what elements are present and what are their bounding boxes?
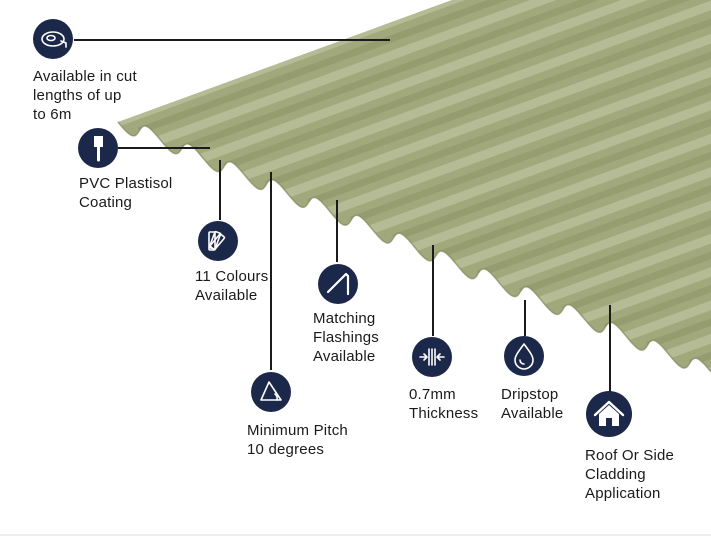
- water-drop-icon: [504, 336, 544, 376]
- paint-brush-icon: [78, 128, 118, 168]
- flashings-label: Matching Flashings Available: [313, 309, 379, 366]
- tape-measure-icon: [33, 19, 73, 59]
- thickness-icon: [412, 337, 452, 377]
- cut-lengths-label: Available in cut lengths of up to 6m: [33, 67, 137, 124]
- colour-swatch-icon: [198, 221, 238, 261]
- house-icon: [586, 391, 632, 437]
- colours-label: 11 Colours Available: [195, 267, 268, 305]
- flashing-icon: [318, 264, 358, 304]
- bottom-divider: [0, 534, 711, 536]
- corrugated-roof-sheet: [118, 0, 711, 381]
- application-label: Roof Or Side Cladding Application: [585, 446, 674, 503]
- thickness-label: 0.7mm Thickness: [409, 385, 478, 423]
- dripstop-label: Dripstop Available: [501, 385, 563, 423]
- pitch-label: Minimum Pitch 10 degrees: [247, 421, 348, 459]
- coating-label: PVC Plastisol Coating: [79, 174, 172, 212]
- pitch-triangle-icon: [251, 372, 291, 412]
